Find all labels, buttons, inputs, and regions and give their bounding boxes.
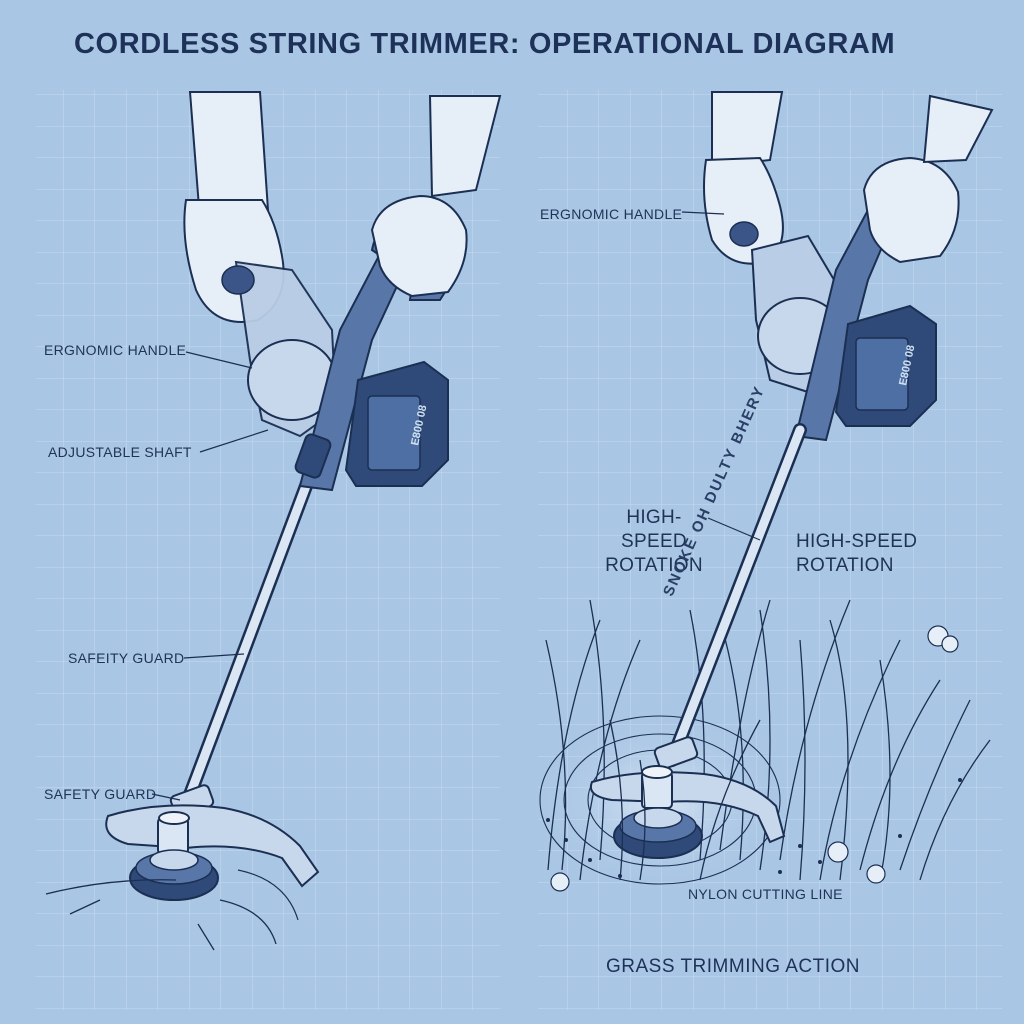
- grass-icon: [545, 599, 991, 881]
- left-trimmer: E800 08: [45, 91, 502, 951]
- right-lower-glove-icon: [862, 156, 960, 264]
- label-left-ergonomic-handle: ERGNOMIC HANDLE: [44, 342, 187, 358]
- leader-right-rotation: [707, 517, 761, 541]
- leader-left-handle: [185, 351, 253, 369]
- label-right-ergonomic-handle: ERGNOMIC HANDLE: [540, 206, 683, 222]
- leader-right-handle: [681, 211, 725, 215]
- label-right-rotation-right: HIGH-SPEED ROTATION: [796, 531, 918, 576]
- right-trimmer: E800 08: [530, 91, 994, 892]
- label-left-safety-guard-head: SAFETY GUARD: [44, 786, 157, 802]
- leader-left-shaft: [199, 429, 269, 453]
- debris-icon: [550, 625, 959, 892]
- page-title: CORDLESS STRING TRIMMER: OPERATIONAL DIA…: [74, 28, 896, 60]
- label-right-nylon-line: NYLON CUTTING LINE: [688, 886, 843, 902]
- leader-left-guard-shaft: [183, 653, 245, 659]
- label-left-adjustable-shaft: ADJUSTABLE SHAFT: [48, 444, 192, 460]
- leader-left-guard-head: [151, 793, 181, 801]
- left-lower-glove-icon: [370, 194, 468, 298]
- caption-grass-trimming: GRASS TRIMMING ACTION: [606, 956, 861, 977]
- label-right-rotation-left: HIGH-SPEED ROTATION: [605, 507, 703, 576]
- label-left-safety-guard-shaft: SAFEITY GUARD: [68, 650, 185, 666]
